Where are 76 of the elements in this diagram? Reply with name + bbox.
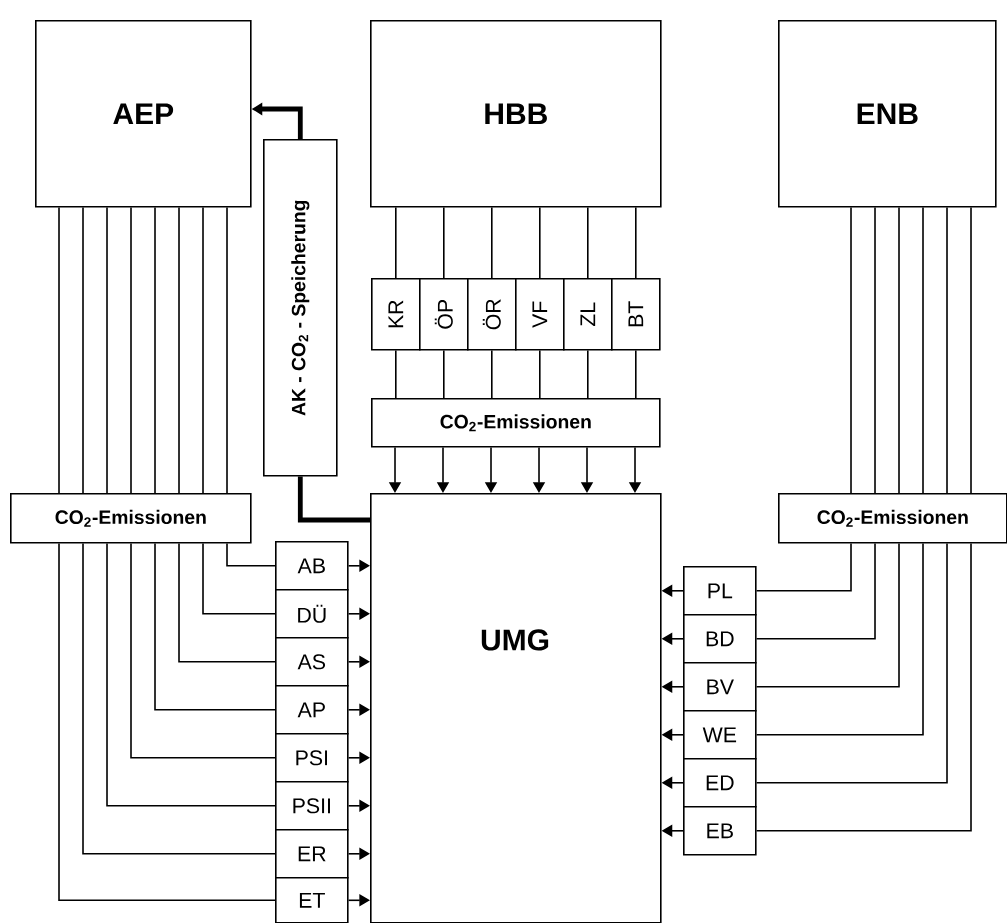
system-box: ENB bbox=[778, 20, 997, 208]
connector-line bbox=[755, 542, 852, 592]
connector-line bbox=[874, 206, 876, 494]
arrow bbox=[347, 559, 370, 572]
category-box: DÜ bbox=[275, 589, 349, 639]
category-box: PL bbox=[683, 566, 757, 616]
connector-line bbox=[82, 542, 276, 855]
connector-line bbox=[539, 349, 541, 399]
connector-line bbox=[154, 206, 156, 494]
connector-line bbox=[755, 542, 972, 832]
category-box: AB bbox=[275, 541, 349, 591]
connector-line bbox=[202, 542, 276, 615]
arrow bbox=[347, 607, 370, 620]
category-box: ED bbox=[683, 758, 757, 808]
connector-line bbox=[178, 542, 276, 663]
connector-line bbox=[395, 349, 397, 399]
arrow bbox=[347, 799, 370, 812]
category-box: ER bbox=[275, 829, 349, 879]
arrow bbox=[347, 847, 370, 860]
category-box: ÖP bbox=[419, 278, 469, 351]
connector-line bbox=[443, 349, 445, 399]
category-box: AS bbox=[275, 637, 349, 687]
connector-line bbox=[850, 206, 852, 494]
category-box: PSI bbox=[275, 733, 349, 783]
emissions-box: CO$_{2}$-Emissionen bbox=[778, 493, 1007, 544]
connector-line bbox=[178, 206, 180, 494]
arrow bbox=[347, 655, 370, 668]
connector-line bbox=[539, 206, 541, 279]
connector-line bbox=[226, 542, 276, 567]
category-box: ZL bbox=[563, 278, 613, 351]
storage-box: AK - CO$_{2}$ - Speicherung bbox=[263, 139, 338, 477]
category-box: ÖR bbox=[467, 278, 517, 351]
category-box: PSII bbox=[275, 781, 349, 831]
system-box: AEP bbox=[35, 20, 252, 208]
connector-line bbox=[755, 542, 900, 688]
connector-line bbox=[82, 206, 84, 494]
emissions-box: CO$_{2}$-Emissionen bbox=[371, 398, 661, 448]
connector-line bbox=[491, 349, 493, 399]
category-box: VF bbox=[515, 278, 565, 351]
connector-line bbox=[154, 542, 276, 711]
connector-line bbox=[226, 206, 228, 494]
connector-line bbox=[58, 542, 276, 902]
category-box: WE bbox=[683, 710, 757, 760]
category-box: BV bbox=[683, 662, 757, 712]
system-box: HBB bbox=[370, 20, 662, 208]
category-box: BT bbox=[611, 278, 661, 351]
connector-line bbox=[587, 206, 589, 279]
connector-line bbox=[106, 206, 108, 494]
category-box: AP bbox=[275, 685, 349, 735]
connector-line bbox=[922, 206, 924, 494]
connector-line bbox=[635, 349, 637, 399]
connector-line bbox=[58, 206, 60, 494]
connector-line bbox=[395, 206, 397, 279]
connector-line bbox=[297, 476, 370, 523]
connector-line bbox=[443, 206, 445, 279]
category-box: BD bbox=[683, 614, 757, 664]
arrow bbox=[347, 751, 370, 764]
connector-line bbox=[755, 542, 948, 784]
connector-line bbox=[970, 206, 972, 494]
arrow bbox=[347, 703, 370, 716]
connector-line bbox=[130, 542, 276, 759]
connector-line bbox=[898, 206, 900, 494]
connector-line bbox=[635, 206, 637, 279]
connector-line bbox=[130, 206, 132, 494]
emissions-box: CO$_{2}$-Emissionen bbox=[10, 493, 252, 544]
connector-line bbox=[202, 206, 204, 494]
connector-line bbox=[587, 349, 589, 399]
connector-line bbox=[106, 542, 276, 807]
connector-line bbox=[755, 542, 876, 640]
category-box: EB bbox=[683, 806, 757, 856]
connector-line bbox=[491, 206, 493, 279]
connector-line bbox=[755, 542, 924, 736]
system-box: UMG bbox=[370, 493, 662, 923]
category-box: KR bbox=[371, 278, 421, 351]
connector-line bbox=[946, 206, 948, 494]
category-box: ET bbox=[275, 877, 349, 923]
